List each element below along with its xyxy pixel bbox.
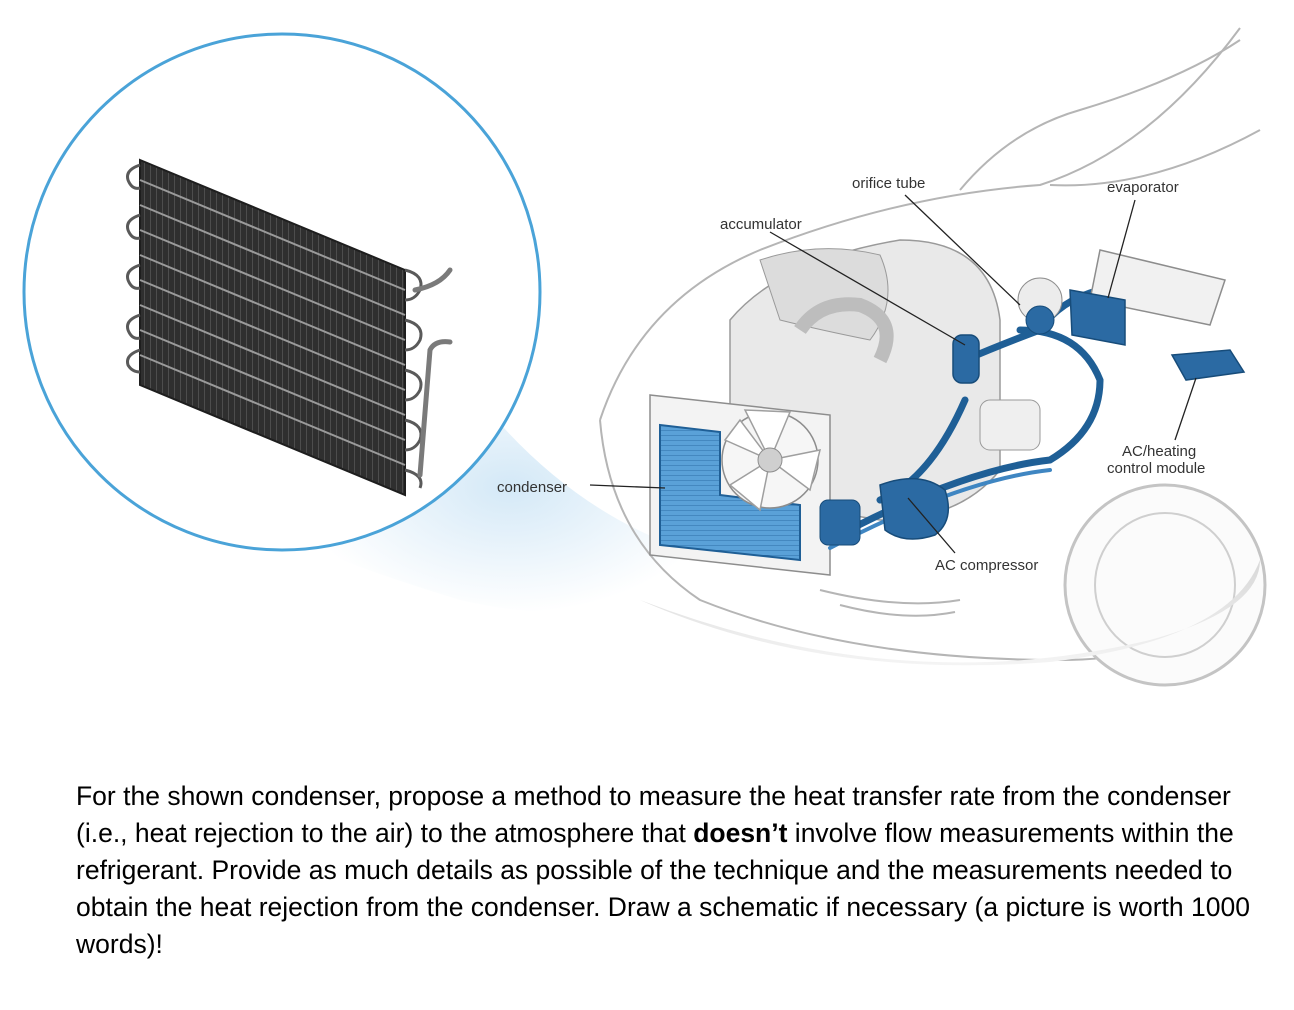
- ac-system-diagram: orifice tube evaporator accumulator cond…: [22, 27, 1267, 687]
- question-part1: For the shown condenser, propose a metho…: [76, 781, 1231, 848]
- question-text: For the shown condenser, propose a metho…: [76, 778, 1276, 963]
- car-illustration: [599, 27, 1267, 687]
- control-module-component: [1170, 349, 1246, 381]
- label-accumulator: accumulator: [720, 216, 802, 233]
- label-ac-heating: AC/heating: [1122, 443, 1196, 460]
- compressor-component: [819, 477, 950, 546]
- condenser-in-car: [649, 394, 831, 576]
- label-orifice-tube: orifice tube: [852, 175, 925, 192]
- question-bold: doesn’t: [693, 818, 788, 848]
- label-evaporator: evaporator: [1107, 179, 1179, 196]
- accumulator-component: [952, 334, 980, 384]
- label-leader-lines: [589, 194, 1197, 554]
- label-condenser: condenser: [497, 479, 567, 496]
- label-ac-compressor: AC compressor: [935, 557, 1038, 574]
- question-part2: involve flow measurements within the ref…: [76, 818, 1250, 959]
- label-control-module: control module: [1107, 460, 1205, 477]
- condenser-closeup: [22, 32, 542, 552]
- evaporator-component: [1017, 249, 1226, 346]
